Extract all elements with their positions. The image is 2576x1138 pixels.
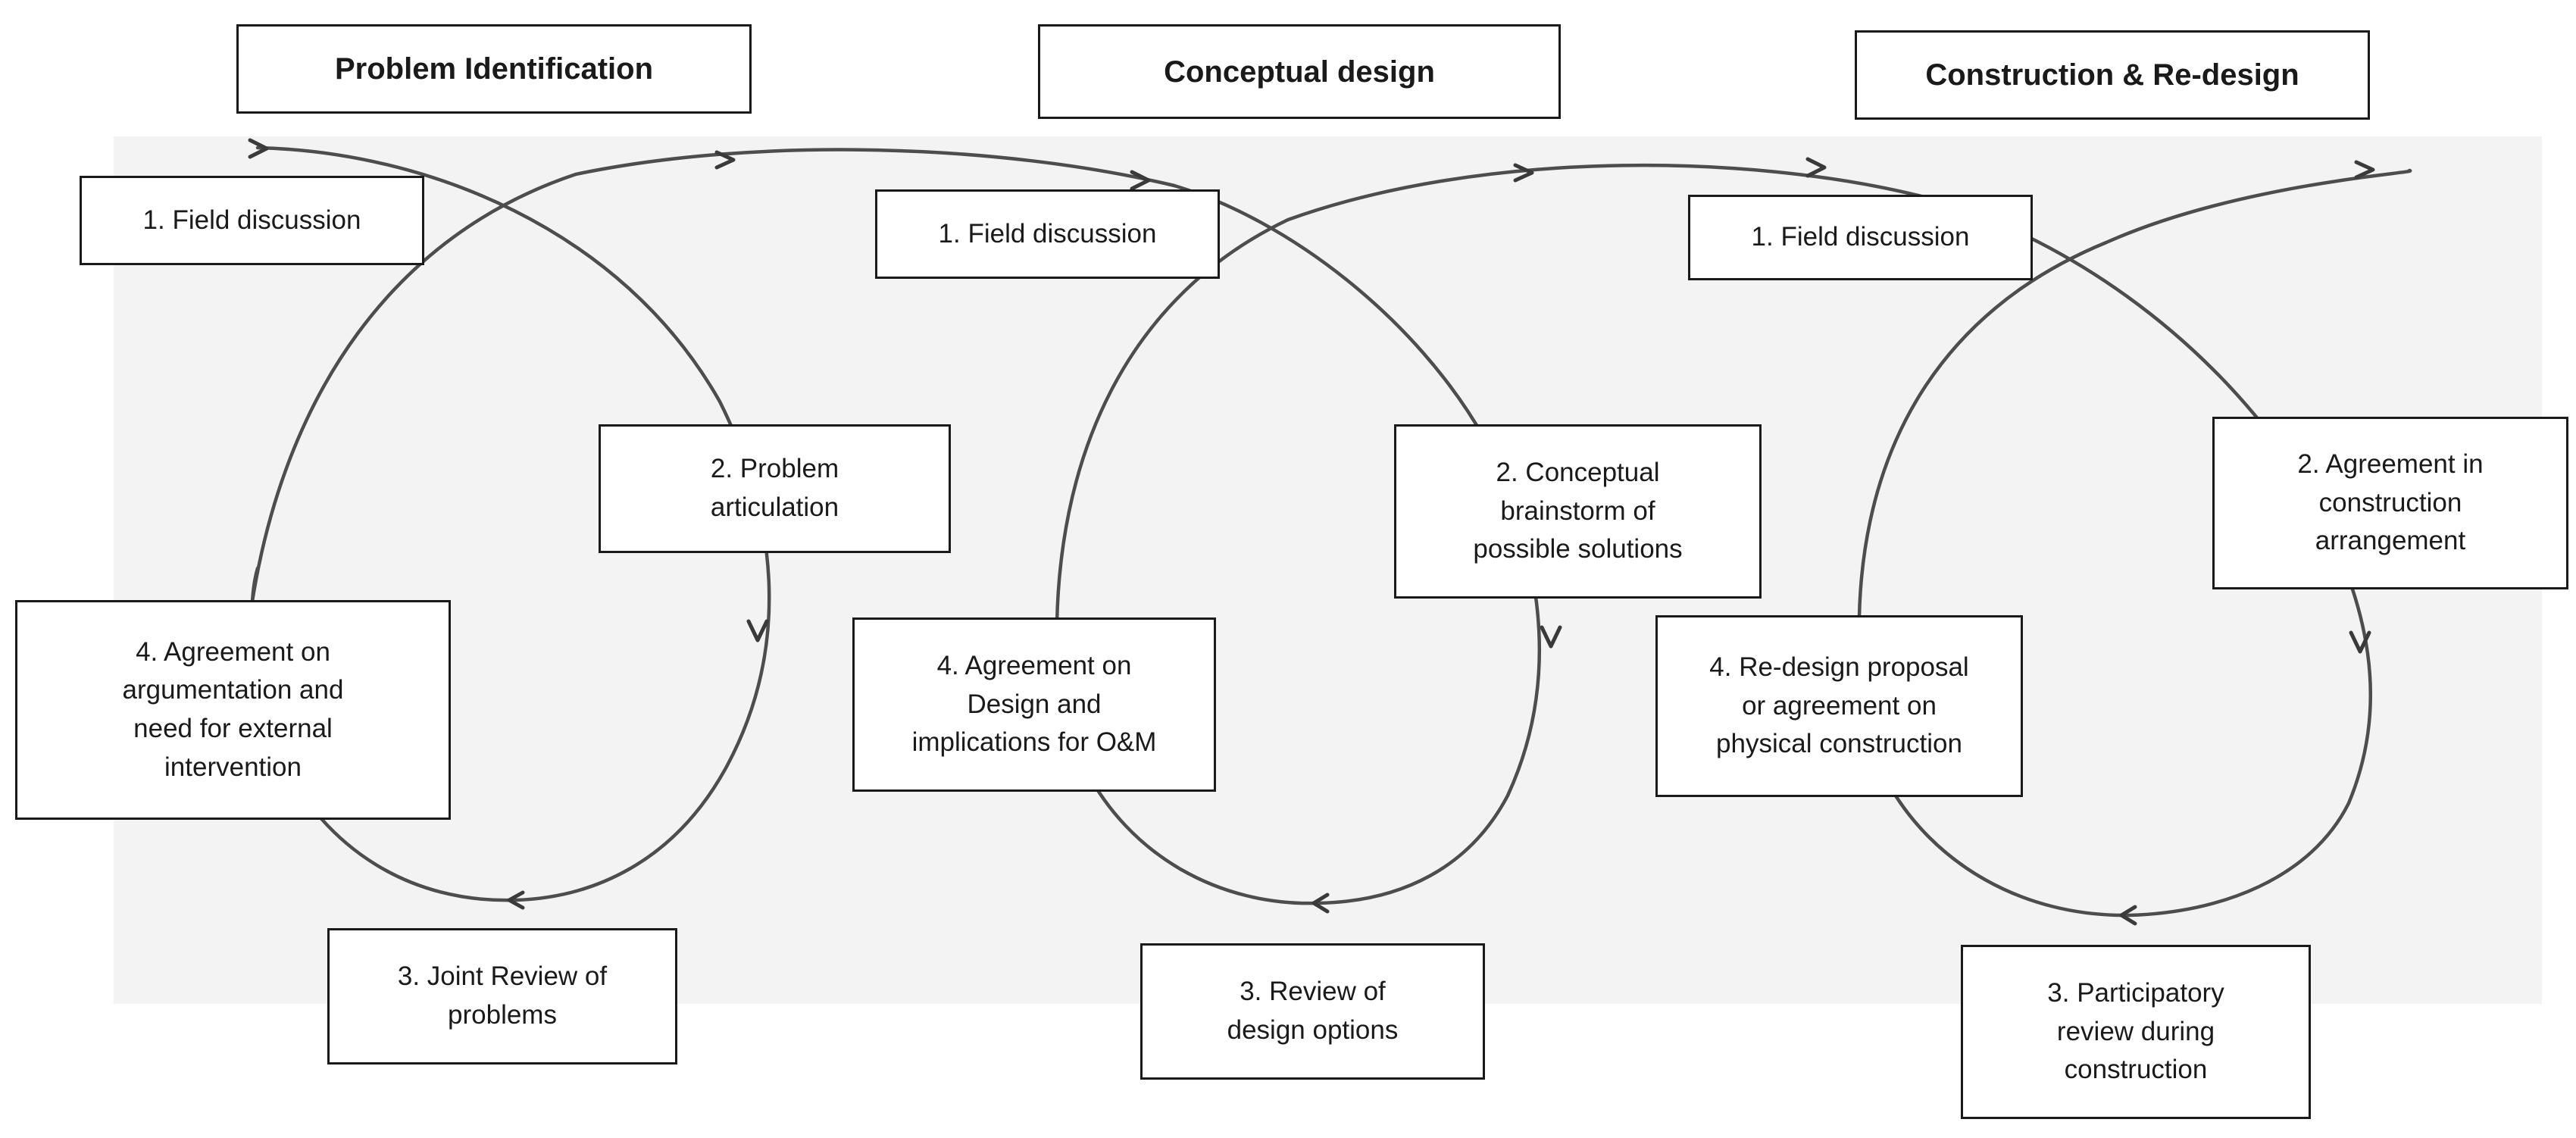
arrow-head-loop1-right	[746, 619, 769, 642]
arrow-head-loop2-top	[1130, 170, 1151, 191]
spiral-loop-2	[1054, 183, 1542, 905]
step-3-review-design-options: 3. Review of design options	[1140, 943, 1485, 1080]
phase-header-construction-redesign: Construction & Re-design	[1855, 30, 2370, 120]
arrow-head-end	[2354, 160, 2375, 180]
phase-header-conceptual-design: Conceptual design	[1038, 24, 1561, 119]
step-4-redesign-proposal: 4. Re-design proposal or agreement on ph…	[1655, 615, 2023, 797]
arrow-head-loop3-right	[2349, 630, 2371, 654]
diagram-backdrop	[114, 136, 2542, 1004]
step-4-agreement-design: 4. Agreement on Design and implications …	[852, 617, 1216, 792]
arrow-head-loop2-bottom	[1311, 893, 1330, 914]
step-2-conceptual-brainstorm: 2. Conceptual brainstorm of possible sol…	[1394, 424, 1762, 599]
phase-header-problem-identification: Problem Identification	[236, 24, 752, 114]
step-2-agreement-construction: 2. Agreement in construction arrangement	[2212, 417, 2568, 589]
step-1-field-discussion-2: 1. Field discussion	[875, 189, 1220, 279]
arrow-head-connector1	[714, 150, 736, 170]
step-1-field-discussion-3: 1. Field discussion	[1688, 195, 2033, 280]
arrow-head-loop1-bottom	[507, 890, 525, 910]
spiral-loop-3	[1857, 195, 2373, 918]
step-1-field-discussion: 1. Field discussion	[80, 176, 424, 265]
arrow-head-loop2-right	[1540, 625, 1562, 649]
arrow-head-start	[248, 138, 269, 159]
arrow-head-connector2	[1513, 163, 1534, 183]
arrow-head-loop3-bottom	[2119, 905, 2137, 926]
spiral-connector-1	[249, 148, 1177, 608]
step-3-participatory-review: 3. Participatory review during construct…	[1961, 945, 2311, 1119]
step-2-problem-articulation: 2. Problem articulation	[599, 424, 951, 553]
arrow-head-loop3-top	[1805, 157, 1827, 178]
step-4-agreement-argumentation: 4. Agreement on argumentation and need f…	[15, 600, 451, 820]
step-3-joint-review: 3. Joint Review of problems	[327, 928, 677, 1065]
spiral-connector-2	[1055, 163, 1927, 654]
